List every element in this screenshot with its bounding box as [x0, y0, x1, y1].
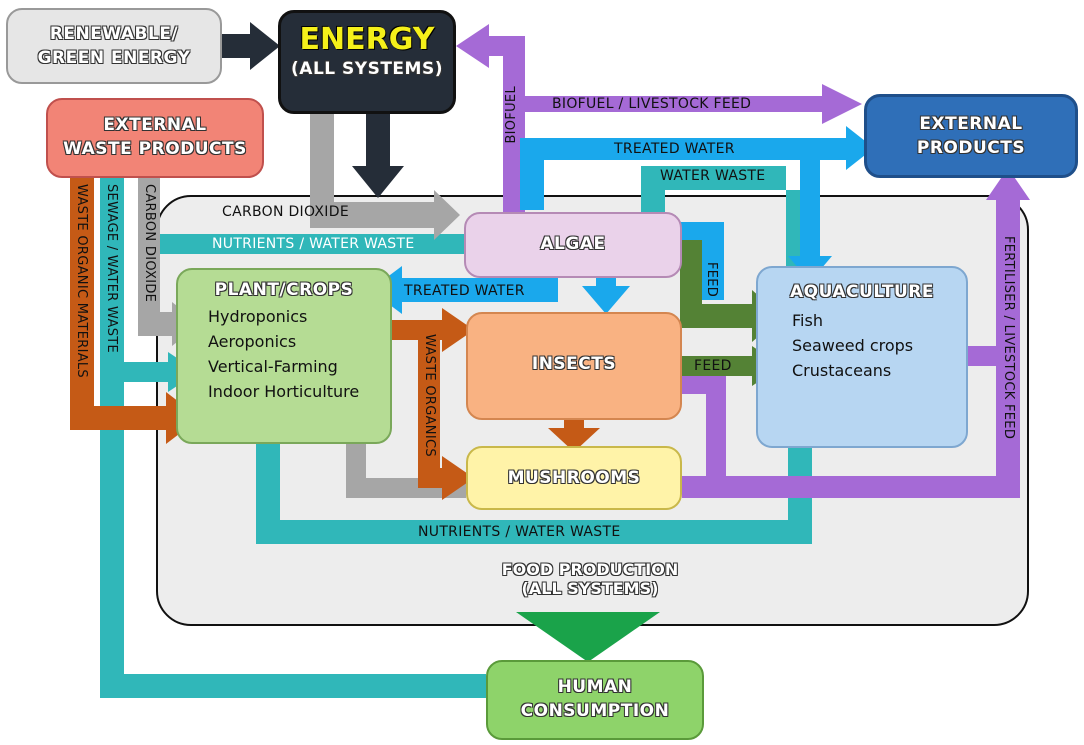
aqua-item-seaweed: Seaweed crops [792, 336, 914, 355]
human-consumption-box: HUMAN CONSUMPTION [486, 660, 704, 740]
energy-box: ENERGY (ALL SYSTEMS) [278, 10, 456, 114]
insects-mushroom-arrow [548, 420, 600, 452]
aquaculture-box: AQUACULTURE Fish Seaweed crops Crustacea… [756, 266, 968, 448]
label-nutrients-water-waste-bottom: NUTRIENTS / WATER WASTE [418, 524, 621, 540]
label-nutrients-water-waste-top: NUTRIENTS / WATER WASTE [212, 236, 415, 252]
insects-purple-arrow [682, 376, 726, 476]
algae-title: ALGAE [540, 234, 606, 254]
renewable-energy-box: RENEWABLE/ GREEN ENERGY [6, 8, 222, 84]
external-products-line-1: EXTERNAL [919, 114, 1023, 134]
energy-down-arrow [352, 112, 404, 198]
label-feed-lower: FEED [694, 358, 732, 374]
external-products-line-2: PRODUCTS [916, 138, 1026, 158]
plant-item-vertical-farming: Vertical-Farming [208, 357, 338, 376]
human-line-1: HUMAN [557, 677, 633, 697]
label-biofuel-livestock: BIOFUEL / LIVESTOCK FEED [552, 96, 752, 112]
label-waste-organics: WASTE ORGANICS [422, 334, 437, 457]
algae-box: ALGAE [464, 212, 682, 278]
energy-subtitle: (ALL SYSTEMS) [291, 59, 443, 79]
aqua-item-crustaceans: Crustaceans [792, 361, 892, 380]
label-feed-upper: FEED [704, 262, 719, 298]
renewable-line-1: RENEWABLE/ [49, 24, 179, 44]
treated-water-top-arrow [520, 126, 874, 210]
food-production-line-1: FOOD PRODUCTION [501, 560, 679, 579]
external-waste-box: EXTERNAL WASTE PRODUCTS [46, 98, 264, 178]
label-treated-water-mid: TREATED WATER [404, 283, 525, 299]
waste-organics-arrow [392, 308, 474, 500]
plant-crops-box: PLANT/CROPS Hydroponics Aeroponics Verti… [176, 268, 392, 444]
label-fertiliser-livestock: FERTILISER / LIVESTOCK FEED [1001, 236, 1016, 440]
insects-box: INSECTS [466, 312, 682, 420]
label-water-waste: WATER WASTE [660, 168, 766, 184]
nutrients-bottom-loop-arrow [246, 408, 812, 544]
plant-title: PLANT/CROPS [214, 280, 354, 300]
biofuel-arrow [456, 24, 862, 212]
plant-item-indoor-horticulture: Indoor Horticulture [208, 382, 360, 401]
external-waste-line-1: EXTERNAL [103, 115, 207, 135]
label-carbon-dioxide-vertical: CARBON DIOXIDE [142, 184, 157, 303]
insects-title: INSECTS [531, 354, 617, 374]
nutrients-to-algae-arrow [153, 223, 508, 265]
human-line-2: CONSUMPTION [520, 701, 670, 721]
external-waste-line-2: WASTE PRODUCTS [63, 139, 247, 159]
food-to-human-arrow [516, 612, 660, 662]
aqua-item-fish: Fish [792, 311, 823, 330]
food-production-label: FOOD PRODUCTION (ALL SYSTEMS) [470, 560, 710, 598]
plant-item-aeroponics: Aeroponics [208, 332, 297, 351]
aquaculture-title: AQUACULTURE [790, 282, 934, 302]
label-treated-water-top: TREATED WATER [614, 141, 735, 157]
label-carbon-dioxide: CARBON DIOXIDE [222, 204, 349, 220]
energy-title: ENERGY [299, 22, 435, 57]
plant-item-hydroponics: Hydroponics [208, 307, 308, 326]
renewable-line-2: GREEN ENERGY [37, 48, 191, 68]
renewable-to-energy-arrow [222, 22, 280, 70]
treated-water-aquaculture-arrow [788, 160, 832, 282]
mushrooms-title: MUSHROOMS [507, 468, 641, 488]
label-waste-organic-materials: WASTE ORGANIC MATERIALS [74, 184, 89, 378]
treated-water-plant-arrow [370, 266, 558, 314]
aquaculture-purple-connector [966, 346, 1000, 366]
carbon-dioxide-arrow [310, 112, 460, 240]
food-production-line-2: (ALL SYSTEMS) [521, 579, 659, 598]
external-products-box: EXTERNAL PRODUCTS [864, 94, 1078, 178]
label-sewage-water-waste: SEWAGE / WATER WASTE [104, 184, 119, 353]
algae-insects-arrow [582, 270, 630, 314]
label-biofuel-vertical: BIOFUEL [504, 86, 519, 144]
co2-to-plant-arrow [138, 178, 200, 346]
mushrooms-box: MUSHROOMS [466, 446, 682, 510]
